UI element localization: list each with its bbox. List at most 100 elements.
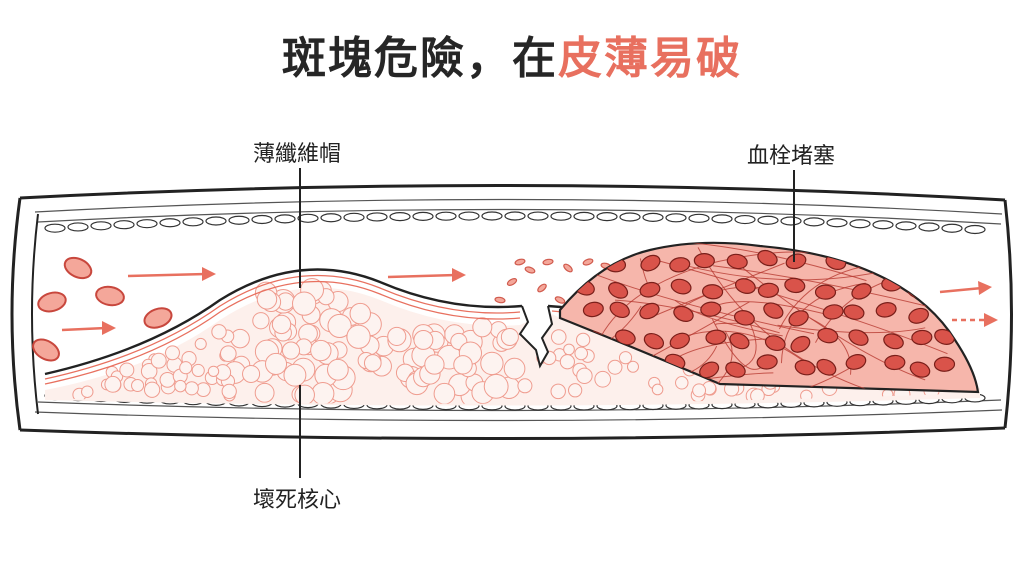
core-cell — [254, 382, 275, 403]
debris-particle — [582, 258, 594, 266]
trapped-red-cell — [788, 310, 809, 327]
trapped-red-cell — [734, 278, 756, 294]
endothelial-cell — [734, 214, 756, 225]
trapped-red-cell — [790, 335, 811, 353]
trapped-red-cell — [908, 307, 929, 324]
core-cell — [119, 362, 135, 378]
core-cell — [483, 373, 509, 399]
fibrin-strand — [713, 301, 831, 316]
endothelial-cell — [527, 211, 549, 221]
trapped-red-cell — [639, 281, 661, 298]
trapped-red-cell — [726, 253, 748, 270]
endothelial-cell — [90, 221, 112, 231]
trapped-red-cell — [817, 327, 839, 344]
vessel-right-end — [1003, 199, 1013, 429]
core-cell — [651, 383, 664, 396]
core-cell — [264, 352, 288, 375]
endothelial-cell — [895, 221, 917, 231]
endothelial-cell — [44, 223, 66, 233]
clot-mass — [558, 241, 980, 394]
trapped-red-cell — [702, 284, 724, 300]
trapped-red-cell — [933, 356, 956, 372]
endothelial-cell — [389, 212, 411, 222]
core-cell — [219, 345, 237, 362]
trapped-red-cell — [757, 249, 778, 267]
red-blood-cell — [37, 291, 67, 313]
label-thin-fibrous-cap: 薄纖維帽 — [253, 142, 342, 167]
endothelial-cell — [596, 212, 618, 222]
vessel-outer-top — [19, 183, 1006, 202]
core-cell — [165, 345, 180, 361]
core-cell — [568, 383, 583, 398]
endothelial-cell — [504, 211, 526, 221]
core-cell — [618, 351, 633, 365]
flow-arrow-icon — [127, 267, 216, 281]
trapped-red-cell — [914, 249, 936, 266]
core-cell — [387, 326, 407, 346]
endothelial-cell — [458, 211, 480, 221]
flow-arrow-icon — [61, 321, 116, 335]
endothelial-cell — [849, 219, 871, 229]
trapped-red-cell — [763, 302, 784, 319]
endothelial-cell — [435, 211, 457, 221]
trapped-red-cell — [816, 358, 837, 376]
fibrous-cap-line-1 — [44, 280, 521, 385]
vessel-left-end-inner — [31, 213, 39, 415]
endothelial-cell — [205, 216, 227, 226]
cap-rupture-crack — [518, 305, 554, 369]
red-blood-cells — [32, 256, 173, 362]
debris-particle — [494, 296, 506, 304]
core-cell — [472, 317, 493, 338]
flow-arrows — [61, 267, 998, 335]
core-cell — [281, 341, 301, 360]
debris-particle — [542, 258, 554, 266]
label-blood-clot: 血栓堵塞 — [747, 144, 836, 169]
trapped-red-cell — [843, 304, 865, 320]
core-cell — [131, 378, 145, 393]
vessel-inner-top-1 — [34, 198, 1003, 215]
core-cell — [575, 332, 591, 347]
core-cell — [159, 371, 176, 388]
core-cell — [346, 324, 371, 349]
fibrin-strand — [863, 248, 902, 261]
vessel-left-end — [10, 197, 22, 431]
endothelial-cell — [688, 213, 710, 223]
core-cell — [363, 354, 382, 372]
endothelial-cell — [297, 213, 319, 223]
endothelial-cell — [872, 220, 894, 230]
core-cell — [184, 381, 199, 396]
page-title: 斑塊危險，在皮薄易破 — [0, 22, 1024, 86]
endothelial-cell — [228, 215, 250, 225]
red-blood-cell — [95, 285, 125, 307]
core-cell — [191, 363, 205, 378]
trapped-red-cell — [794, 359, 816, 376]
core-cell — [283, 363, 307, 387]
core-cell — [242, 364, 261, 384]
core-cell — [143, 381, 161, 398]
trapped-red-cell — [814, 284, 837, 300]
trapped-red-cell — [639, 302, 660, 320]
core-cell — [207, 365, 220, 378]
endothelial-cell — [573, 211, 595, 221]
trapped-red-cells — [574, 249, 963, 379]
endothelial-cell — [251, 214, 273, 225]
core-cell — [194, 337, 207, 351]
blood-clot — [558, 241, 980, 394]
trapped-red-cell — [705, 329, 727, 345]
trapped-red-cell — [911, 329, 933, 346]
trapped-red-cell — [756, 354, 778, 370]
endothelial-cell — [412, 211, 434, 221]
endothelial-cell — [826, 218, 848, 228]
released-debris — [494, 258, 612, 304]
trapped-red-cell — [673, 305, 694, 322]
endothelial-cell — [136, 219, 158, 229]
endothelial-cells-top — [44, 211, 986, 235]
fibrous-cap-line-2 — [44, 274, 521, 380]
endothelial-cell — [550, 211, 572, 221]
endothelial-cell — [481, 211, 503, 221]
endothelial-cell — [964, 224, 986, 235]
endothelial-cell — [67, 222, 89, 232]
title-part-2-highlight: 皮薄易破 — [558, 33, 742, 84]
core-cell — [675, 376, 689, 390]
